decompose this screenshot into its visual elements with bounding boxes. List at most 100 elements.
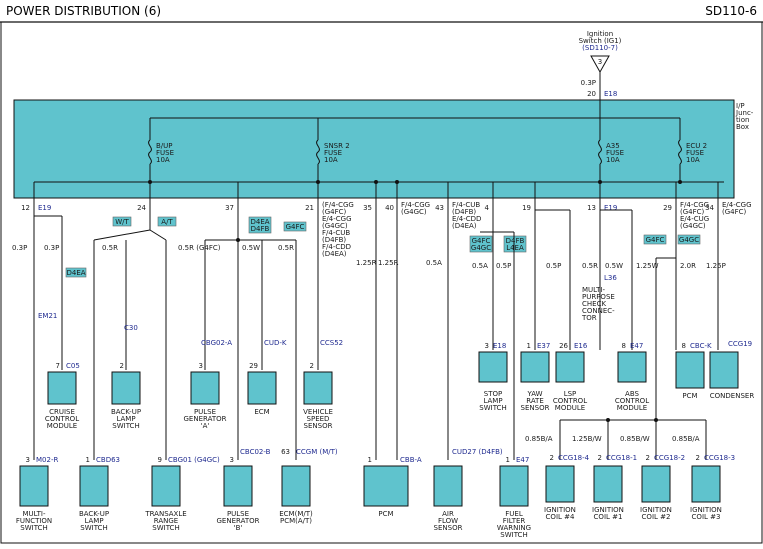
wire-w4b: 0.5P: [496, 262, 511, 270]
lsp-l1: LSP: [564, 390, 577, 398]
wire-w19: 0.5P: [546, 262, 561, 270]
backup-l3: SWITCH: [112, 422, 139, 430]
ic4-pin: 2: [550, 454, 554, 462]
fuse-bup-rating: 10A: [156, 156, 170, 164]
backup-l2: LAMP: [116, 415, 135, 423]
stop-pin: 3: [485, 342, 489, 350]
fuel-l1: FUEL: [505, 510, 523, 518]
jb-label-3: tion: [736, 116, 749, 124]
yaw-conn: E37: [537, 342, 550, 350]
note-p43-0: F/4-CUB: [452, 201, 480, 209]
fuse-ecu2: ECU 2 FUSE 10A: [678, 118, 707, 182]
output-12-pin: 12: [21, 204, 30, 212]
backup-l1: BACK-UP: [111, 408, 141, 416]
tag-d4ea-text: D4EA: [66, 269, 85, 277]
note-p24-at: A/T: [161, 218, 173, 226]
note-p43-2: E/4-CDD: [452, 215, 481, 223]
ecmpcm-l1: ECM(M/T): [279, 510, 313, 518]
output-13-pin: 13: [587, 204, 596, 212]
maf-l2: FLOW: [438, 517, 458, 525]
ecm-conn: CUD-K: [264, 339, 287, 347]
trs-l3: SWITCH: [152, 524, 179, 532]
diagram-code: SD110-6: [705, 4, 757, 18]
tag-g4fc-g4gc: [469, 235, 493, 253]
fuse-a35-name: A35: [606, 142, 620, 150]
note-p29-0: F/4-CGG: [680, 201, 709, 209]
yaw-l3: SENSOR: [521, 404, 550, 412]
abs-conn: E47: [630, 342, 643, 350]
comp-backup-lamp-switch: 2 C30 BACK-UP LAMP SWITCH: [111, 324, 141, 430]
mpc-3: CHECK: [582, 300, 606, 308]
output-19: 19: [522, 182, 536, 212]
abs-l2: CONTROL: [615, 397, 649, 405]
tag-wt: [112, 216, 132, 227]
tag-g4fc-21: [283, 221, 307, 232]
upper-components: 7 C05 CRUISE CONTROL MODULE 2 C30 BACK-U…: [45, 324, 754, 430]
pcmr-pin: 8: [682, 342, 686, 350]
mfs-l2: FUNCTION: [16, 517, 52, 525]
fuel-pin: 1: [506, 456, 510, 464]
jb-label-1: I/P: [736, 102, 745, 110]
note-p21b-0: G4FC: [286, 223, 305, 231]
ign-label-link[interactable]: (SD110-7): [582, 44, 618, 52]
note-p37-0: D4EA: [250, 218, 269, 226]
comp-pcm-bottom: 1 CBB-A PCM: [363, 456, 422, 518]
junction-box-label: I/P Junc- tion Box: [735, 102, 754, 131]
mpc-1: MULTI-: [582, 286, 605, 294]
pgb-l2: GENERATOR: [217, 517, 260, 525]
wire-w37a: 0.5R (G4FC): [178, 244, 221, 252]
junction-box: [13, 99, 735, 199]
output-43: 43: [435, 182, 449, 212]
comp-pulse-generator-b: 3 CBC02-B PULSE GENERATOR 'B': [217, 448, 271, 532]
note-p37-1: D4FB: [251, 225, 270, 233]
output-29: 29: [663, 182, 677, 212]
fuse-bup-name: B/UP: [156, 142, 173, 150]
mfs-conn: M02-R: [36, 456, 58, 464]
wire-w40: 1.25R: [378, 259, 399, 267]
comp-condenser: CCG19 CONDENSER: [709, 340, 754, 400]
fuses: B/UP FUSE 10A SNSR 2 FUSE 10A A35 FUSE 1…: [148, 118, 707, 182]
trs-pin: 9: [158, 456, 162, 464]
output-40: 40: [385, 182, 398, 212]
mfs-l1: MULTI-: [23, 510, 46, 518]
pcmb-pin: 1: [368, 456, 372, 464]
ign-pin: 20: [587, 90, 596, 98]
note-p34-1: (G4FC): [722, 208, 747, 216]
icw-3: 0.85B/A: [672, 435, 700, 443]
note-p21-7: (D4EA): [322, 250, 347, 258]
trs-l2: RANGE: [154, 517, 178, 525]
note-p29-2: E/4-CUG: [680, 215, 709, 223]
fuel-l3: WARNING: [497, 524, 531, 532]
bus-l2: LAMP: [84, 517, 103, 525]
lsp-l2: CONTROL: [553, 397, 587, 405]
wire-w43: 0.5A: [426, 259, 442, 267]
icw-2: 0.85B/W: [620, 435, 650, 443]
ecm-l1: ECM: [254, 408, 269, 416]
comp-ignition-coil-4: 2 CCG18-4 IGNITION COIL #4: [544, 454, 590, 521]
lsp-l3: MODULE: [555, 404, 585, 412]
ic2-pin: 2: [646, 454, 650, 462]
fuse-ecu2-type: FUSE: [686, 149, 704, 157]
output-37-pin: 37: [225, 204, 234, 212]
ic3-l1: IGNITION: [690, 506, 722, 514]
wire-w4a: 0.5A: [472, 262, 488, 270]
output-37: 37: [225, 182, 239, 212]
tag-d4ea: [65, 267, 87, 278]
pga-pin: 3: [199, 362, 203, 370]
output-34: 34: [705, 182, 719, 212]
note-p21-3: (G4GC): [322, 222, 348, 230]
tag-d4ea-d4fb: [248, 216, 272, 234]
fuse-ecu2-name: ECU 2: [686, 142, 707, 150]
abs-l3: MODULE: [617, 404, 647, 412]
ign-terminal: 3: [598, 58, 602, 66]
jb-outputs: 12 E19 24 37 21 35 40 43 4: [21, 182, 719, 212]
cruise-l1: CRUISE: [49, 408, 75, 416]
vss-pin: 2: [310, 362, 314, 370]
fuse-bup: B/UP FUSE 10A: [148, 118, 174, 182]
ic1-l1: IGNITION: [592, 506, 624, 514]
cruise-conn: C05: [66, 362, 80, 370]
note-p21-4: F/4-CUB: [322, 229, 350, 237]
pcmb-conn: CBB-A: [400, 456, 422, 464]
wire-w21a: 0.5R: [278, 244, 294, 252]
